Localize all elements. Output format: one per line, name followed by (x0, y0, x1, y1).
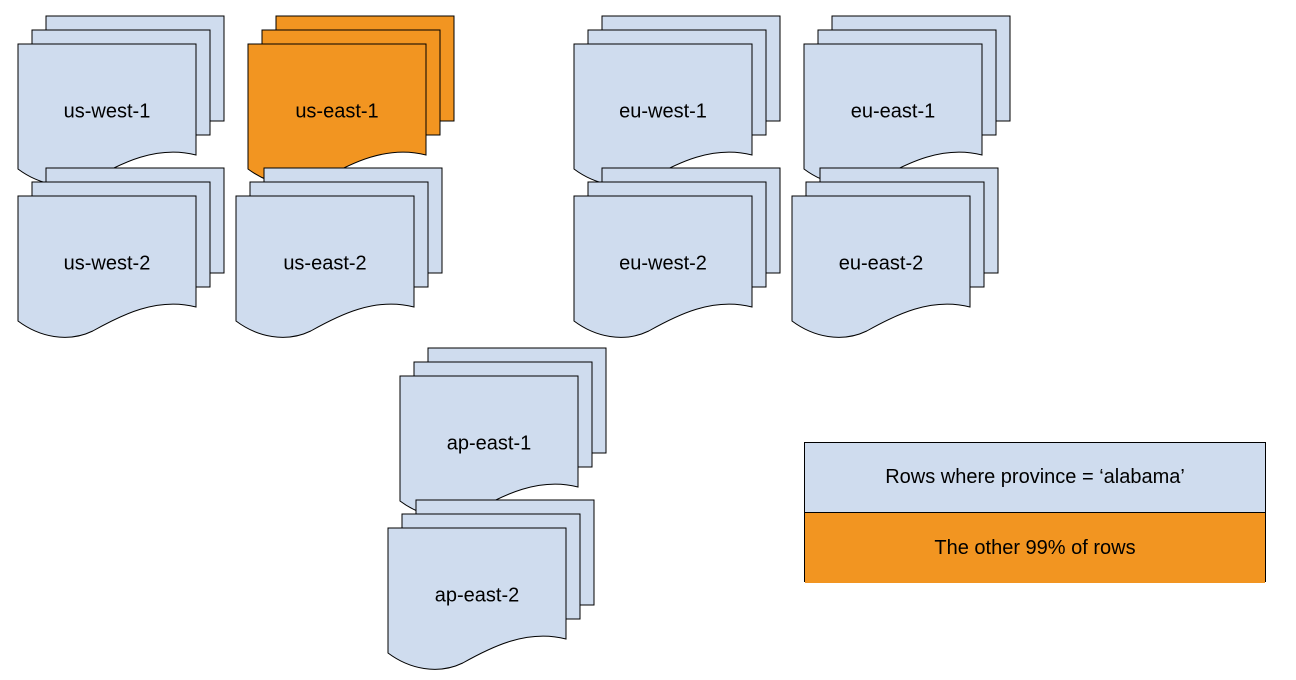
region-eu-east-1: eu-east-1 (803, 15, 1011, 186)
legend-row-alabama: Rows where province = ‘alabama’ (805, 443, 1265, 513)
region-us-west-2: us-west-2 (17, 167, 225, 338)
region-label: us-west-1 (64, 100, 151, 122)
region-us-east-1: us-east-1 (247, 15, 455, 186)
region-ap-east-2: ap-east-2 (387, 499, 595, 670)
region-label: us-east-1 (295, 100, 378, 122)
region-label: eu-east-2 (839, 252, 924, 274)
region-ap-east-1: ap-east-1 (399, 347, 607, 518)
document-page-front (387, 527, 567, 670)
region-label: ap-east-1 (447, 432, 532, 454)
document-page-front (573, 195, 753, 338)
document-page-front (235, 195, 415, 338)
region-us-west-1: us-west-1 (17, 15, 225, 186)
region-us-east-2: us-east-2 (235, 167, 443, 338)
region-label: us-west-2 (64, 252, 151, 274)
region-eu-west-1: eu-west-1 (573, 15, 781, 186)
legend-row-other: The other 99% of rows (805, 513, 1265, 583)
legend: Rows where province = ‘alabama’ The othe… (804, 442, 1266, 583)
document-page-front (791, 195, 971, 338)
region-label: eu-east-1 (851, 100, 936, 122)
region-label: ap-east-2 (435, 584, 520, 606)
region-eu-east-2: eu-east-2 (791, 167, 999, 338)
document-page-front (17, 195, 197, 338)
region-label: us-east-2 (283, 252, 366, 274)
region-label: eu-west-2 (619, 252, 707, 274)
region-label: eu-west-1 (619, 100, 707, 122)
region-eu-west-2: eu-west-2 (573, 167, 781, 338)
